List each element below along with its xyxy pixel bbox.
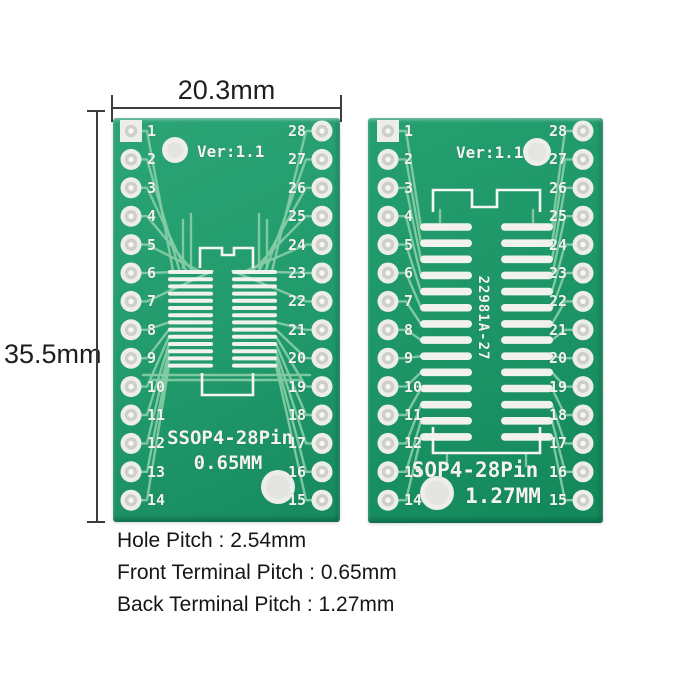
pin-number-label: 15 bbox=[548, 491, 567, 510]
height-dimension-label: 35.5mm bbox=[4, 339, 102, 369]
pin-number-label: 27 bbox=[287, 150, 306, 169]
pin-number-label: 25 bbox=[287, 207, 306, 226]
height-dimension-line bbox=[96, 111, 98, 523]
spec-front-terminal-pitch: Front Terminal Pitch : 0.65mm bbox=[117, 561, 397, 584]
pin-number-label: 4 bbox=[404, 207, 414, 226]
pin-number-label: 25 bbox=[548, 207, 567, 226]
pitch-label: 0.65MM bbox=[193, 452, 263, 474]
pin-number-label: 12 bbox=[147, 434, 166, 453]
pin-number-label: 8 bbox=[404, 320, 414, 339]
pin-number-label: 17 bbox=[287, 434, 306, 453]
pin-number-label: 14 bbox=[147, 491, 166, 510]
pin-number-label: 24 bbox=[287, 235, 306, 254]
pin-number-label: 2 bbox=[147, 150, 157, 169]
pin-number-label: 28 bbox=[287, 122, 306, 140]
pin-number-label: 4 bbox=[147, 207, 157, 226]
version-label: Ver:1.1 bbox=[197, 142, 265, 161]
pin-number-label: 16 bbox=[548, 462, 567, 481]
pin-number-label: 19 bbox=[548, 377, 567, 396]
pin-number-label: 21 bbox=[548, 320, 567, 339]
pin-number-label: 7 bbox=[147, 292, 157, 311]
pin-number-label: 18 bbox=[287, 406, 306, 424]
pin-number-label: 23 bbox=[548, 264, 567, 282]
pitch-label: 1.27MM bbox=[465, 484, 541, 508]
spec-hole-pitch: Hole Pitch : 2.54mm bbox=[117, 529, 307, 552]
pin-number-label: 19 bbox=[287, 377, 306, 396]
pin-number-label: 28 bbox=[548, 122, 567, 140]
pin-number-label: 5 bbox=[404, 235, 414, 254]
pin-number-label: 9 bbox=[404, 349, 414, 368]
pin-number-label: 22 bbox=[548, 292, 567, 311]
pin-number-label: 3 bbox=[404, 178, 414, 197]
pin-number-label: 21 bbox=[287, 320, 306, 339]
pin-number-label: 11 bbox=[147, 406, 166, 424]
width-dimension-label: 20.3mm bbox=[177, 75, 276, 105]
pin-number-label: 9 bbox=[147, 349, 157, 368]
pin-number-label: 26 bbox=[548, 178, 567, 197]
pin-number-label: 27 bbox=[548, 150, 567, 169]
version-label: Ver:1.1 bbox=[456, 143, 524, 162]
pin-number-label: 13 bbox=[404, 462, 423, 481]
pin-number-label: 15 bbox=[287, 491, 306, 510]
sop-board-graphics bbox=[377, 120, 594, 511]
pin-number-label: 1 bbox=[147, 122, 157, 140]
pin-number-label: 7 bbox=[404, 292, 414, 311]
pin-number-label: 20 bbox=[548, 349, 567, 368]
pin-number-label: 18 bbox=[548, 406, 567, 424]
pin-number-label: 14 bbox=[404, 491, 423, 510]
pin-number-label: 6 bbox=[147, 264, 157, 282]
width-dimension-tick-left bbox=[111, 95, 113, 122]
height-dimension-tick-bottom bbox=[87, 521, 105, 523]
pin-number-label: 24 bbox=[548, 235, 567, 254]
spec-back-terminal-pitch: Back Terminal Pitch : 1.27mm bbox=[117, 593, 395, 616]
pin-number-label: 11 bbox=[404, 406, 423, 424]
pin-number-label: 2 bbox=[404, 150, 414, 169]
spec-list: Hole Pitch : 2.54mm Front Terminal Pitch… bbox=[117, 530, 397, 626]
pin-number-label: 23 bbox=[287, 264, 306, 282]
ssop-board-graphics bbox=[120, 120, 333, 511]
pin-number-label: 13 bbox=[147, 462, 166, 481]
pin-number-label: 5 bbox=[147, 235, 157, 254]
width-dimension-line bbox=[112, 107, 341, 109]
pin-number-label: 20 bbox=[287, 349, 306, 368]
pin-number-label: 10 bbox=[147, 377, 166, 396]
pin-number-label: 10 bbox=[404, 377, 423, 396]
pin-number-label: 17 bbox=[548, 434, 567, 453]
pin-number-label: 12 bbox=[404, 434, 423, 453]
footprint-label: SOP4-28Pin bbox=[411, 458, 539, 482]
height-dimension-tick-top bbox=[87, 110, 105, 112]
footprint-label: SSOP4-28Pin bbox=[167, 427, 293, 449]
pin-number-label: 16 bbox=[287, 462, 306, 481]
pin-number-label: 8 bbox=[147, 320, 157, 339]
pin-number-label: 1 bbox=[404, 122, 414, 140]
pin-number-label: 6 bbox=[404, 264, 414, 282]
pin-number-label: 22 bbox=[287, 292, 306, 311]
pin-number-label: 3 bbox=[147, 178, 157, 197]
part-number-label: 22981A-27 bbox=[475, 275, 491, 361]
pin-number-label: 26 bbox=[287, 178, 306, 197]
width-dimension-tick-right bbox=[340, 95, 342, 122]
